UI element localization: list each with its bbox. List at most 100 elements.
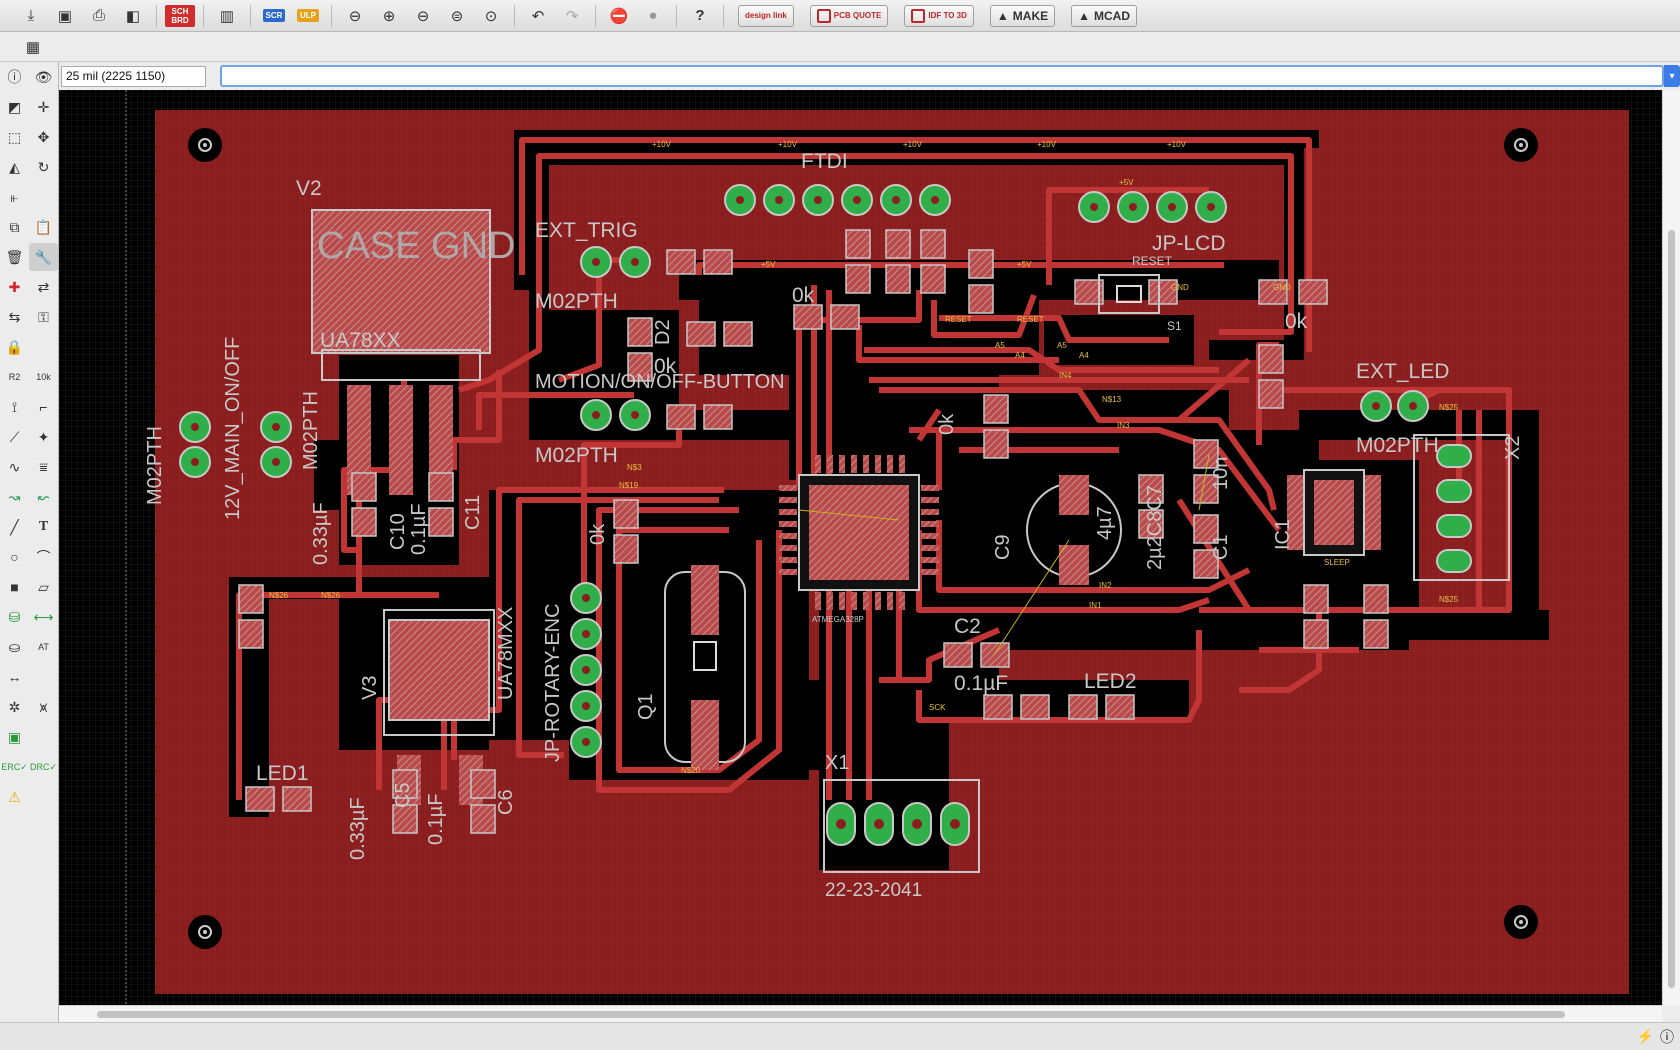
move-icon[interactable]: ✥ [37, 128, 50, 145]
via-icon[interactable]: ⛁ [8, 608, 21, 625]
zoom-out-icon[interactable]: ⊖ [416, 7, 430, 25]
redo-icon[interactable]: ↷ [565, 7, 579, 25]
toolbar-divider [676, 4, 677, 27]
label-jp-rotary: JP-ROTARY-ENC [542, 603, 564, 762]
open-icon[interactable]: ⤓ [27, 7, 35, 24]
command-input[interactable] [220, 65, 1665, 87]
net-label-a4: A4 [1015, 351, 1025, 360]
rotate-icon[interactable]: ↻ [37, 158, 50, 175]
label-m02pth-d: M02PTH [144, 426, 166, 505]
script-button[interactable]: SCR [259, 4, 289, 28]
split-icon[interactable]: ⟋ [9, 428, 20, 445]
miter-icon[interactable]: ⌐ [39, 399, 48, 415]
zoom-select-icon[interactable]: ⊙ [484, 7, 498, 25]
arc-icon[interactable]: ⌒ [36, 549, 51, 565]
sch-brd-switch-button[interactable]: SCH BRD [165, 4, 195, 28]
autorouter-icon[interactable]: ⩙ [39, 698, 48, 715]
dimension-icon[interactable]: ↔ [7, 669, 22, 685]
idf-to-3d-button[interactable]: IDF TO 3D [904, 4, 974, 27]
route-multiple-icon[interactable]: ⩸ [39, 458, 48, 475]
print-icon[interactable]: ⎙ [92, 7, 105, 24]
ripup-icon[interactable]: ↜ [37, 488, 50, 505]
mirror-icon[interactable]: ◭ [9, 158, 20, 175]
undo-icon[interactable]: ↶ [531, 7, 545, 25]
smash-icon[interactable]: ⟟ [11, 398, 18, 415]
paste-icon[interactable]: 📋 [34, 218, 53, 235]
drc-icon[interactable]: DRC✓ [29, 761, 58, 772]
copy-icon[interactable]: ⧉ [9, 218, 20, 235]
regulator-v3 [383, 609, 495, 805]
lock-icon[interactable]: ⚿ [38, 308, 49, 325]
layer-settings-icon[interactable]: ▥ [219, 7, 235, 25]
align-icon[interactable]: ⫦ [10, 188, 19, 205]
warning-icon[interactable]: ⚠ [8, 788, 21, 805]
toolbar-divider [723, 4, 724, 27]
net-label-5v: +5V [761, 260, 776, 269]
mark-icon[interactable]: ✛ [37, 98, 50, 115]
polygon-icon[interactable]: ▱ [38, 578, 49, 595]
show-icon[interactable]: 👁 [34, 68, 53, 85]
command-history-dropdown[interactable]: ▾ [1664, 65, 1680, 87]
save-icon[interactable]: ▣ [57, 7, 73, 25]
zoom-fit-icon[interactable]: ⊖ [348, 7, 362, 25]
lightning-icon[interactable]: ⚡ [1636, 1028, 1654, 1044]
idf-icon [911, 8, 926, 23]
label-c8-c7: 2µ2C8C7 [1144, 485, 1166, 570]
circle-icon[interactable]: ○ [10, 549, 19, 565]
grid-icon[interactable]: ▦ [25, 38, 41, 56]
vertical-scroll-thumb[interactable] [1668, 230, 1675, 988]
pcb-quote-button[interactable]: PCB QUOTE [809, 4, 889, 27]
horizontal-scrollbar[interactable] [59, 1005, 1662, 1022]
net-labels: +10V +10V +10V +10V +10V +5V +5V +5V GND… [269, 140, 1459, 775]
label-conn-part: 22-23-2041 [825, 880, 922, 901]
help-icon[interactable]: ? [695, 7, 705, 24]
label-q1: Q1 [635, 693, 657, 720]
select-icon[interactable]: ⬚ [7, 128, 22, 145]
label-d2: D2 [652, 319, 674, 345]
info-icon[interactable]: ⓘ [7, 69, 22, 85]
info-status-icon[interactable]: ⓘ [1660, 1028, 1674, 1045]
vertical-scrollbar[interactable] [1662, 90, 1680, 1005]
erc-icon[interactable]: ERC✓ [1, 761, 28, 772]
board-icon[interactable]: ▣ [7, 728, 22, 745]
make-button[interactable]: ▲MAKE [989, 4, 1056, 27]
net-label-reset: RESET [1017, 315, 1044, 324]
attribute-icon[interactable]: AT [38, 642, 49, 652]
name-icon[interactable]: R2 [8, 372, 21, 382]
rectangle-icon[interactable]: ■ [10, 579, 19, 595]
label-c5-value: 0.33µF [347, 797, 369, 860]
replace-icon[interactable]: ⇄ [37, 278, 50, 295]
net-label-gnd: GND [1273, 283, 1291, 292]
add-icon[interactable]: ✚ [8, 278, 21, 295]
optimize-icon[interactable]: ✦ [37, 428, 50, 445]
cam-icon[interactable]: ◧ [125, 7, 141, 25]
horizontal-scroll-thumb[interactable] [97, 1011, 1565, 1018]
route-icon[interactable]: ↝ [8, 488, 21, 505]
design-link-button[interactable]: design link [738, 4, 794, 27]
board-canvas[interactable]: FTDI EXT_TRIG M02PTH MOTION/ON/OFF-BUTTO… [59, 90, 1662, 1005]
hole-icon[interactable]: ⛀ [8, 638, 21, 655]
label-v3: V3 [359, 676, 381, 700]
net-label-reset: RESET [945, 315, 972, 324]
ulp-button[interactable]: ULP [293, 4, 323, 28]
ratsnest-icon[interactable]: ✲ [8, 698, 21, 715]
line-icon[interactable]: ╱ [10, 518, 19, 535]
label-m02pth-c: M02PTH [1356, 434, 1439, 457]
mcad-button[interactable]: ▲MCAD [1071, 4, 1138, 27]
stop-icon[interactable]: ⛔ [609, 7, 629, 25]
label-0k-3: 0k [1285, 310, 1308, 333]
pcb-drawing: FTDI EXT_TRIG M02PTH MOTION/ON/OFF-BUTTO… [59, 90, 1662, 1005]
zoom-in-icon[interactable]: ⊕ [382, 7, 396, 25]
text-icon[interactable]: T [38, 519, 49, 534]
meander-icon[interactable]: ∿ [8, 458, 21, 475]
go-icon[interactable]: ● [648, 7, 658, 24]
signal-icon[interactable]: ⟷ [33, 608, 54, 625]
padlock-icon[interactable]: 🔒 [5, 338, 24, 355]
wrench-icon[interactable]: 🔧 [29, 243, 58, 271]
delete-icon[interactable]: 🗑 [5, 248, 24, 265]
zoom-redraw-icon[interactable]: ⊜ [450, 7, 464, 25]
display-layers-icon[interactable]: ◩ [7, 98, 22, 115]
value-icon[interactable]: 10k [36, 372, 51, 382]
capacitor-c9 [1026, 475, 1122, 585]
swap-icon[interactable]: ⇆ [8, 308, 21, 325]
